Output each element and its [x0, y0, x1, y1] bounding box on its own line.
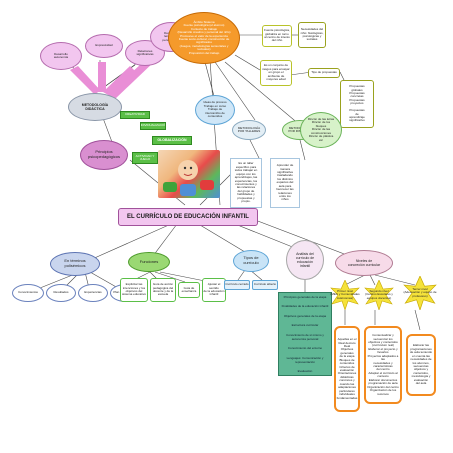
analisis-list: Principios generales de la etapa Finalid…	[278, 292, 332, 376]
right-box-conjunto: Es un conjunto de rasgos para ensayar en…	[260, 60, 292, 86]
cloud-expresividad: Expresividad	[85, 34, 123, 58]
cloud-conocimientos: Conocimientos	[12, 284, 44, 302]
analisis-item: Evaluación	[297, 368, 313, 373]
analisis-item: Principios generales de la etapa	[283, 295, 327, 299]
metodologia-title: METODOLOGÍA DIDÁCTICA	[81, 102, 109, 111]
metodologia-didactica-node: METODOLOGÍA DIDÁCTICA	[68, 93, 122, 121]
analisis-item: Objetivos generales de la etapa	[283, 313, 327, 318]
label-actividad-juego: ACTIVIDAD Y JUEGO	[132, 152, 158, 164]
analisis-item: Lenguajes: Comunicación y representación	[286, 355, 324, 364]
central-title: EL CURRÍCULO DE EDUCACIÓN INFANTIL	[127, 213, 249, 220]
nivel-box-3: Elaborar las programaciones de aula teni…	[406, 334, 436, 396]
cloud-desarrollo-autonomia: Desarrollo autonomía	[40, 42, 82, 70]
nivel-box-2: Contextualizar y secuenciar los objetivo…	[364, 326, 402, 404]
right-box-propuestas: Propuestas globales Propuestas concretas…	[340, 80, 374, 128]
central-title-node: EL CURRÍCULO DE EDUCACIÓN INFANTIL	[118, 208, 258, 226]
child-face-icon	[163, 160, 214, 196]
star-primer-nivel	[330, 280, 360, 310]
principios-node: Principios psicopedagógicos	[80, 140, 128, 170]
analisis-item: Finalidades de la educación infantil	[281, 304, 329, 309]
top-oval-node: Ámbito Sistema Fuente psicológica (el al…	[168, 12, 240, 64]
label-creatividad: CREATIVIDAD	[120, 111, 150, 119]
middle-talleres: METODOLOGÍA POR TALLERES	[232, 120, 266, 140]
right-box-fuente: Fuente psicológica, globaliza en torno a…	[262, 25, 292, 47]
branch-niveles-label: Niveles de concreción curricular	[347, 258, 381, 267]
branch-funciones: Funciones	[128, 252, 170, 272]
branch-funciones-label: Funciones	[139, 258, 159, 264]
right-box-necesidades: Necesidades del niño: fisiológicas, psic…	[298, 22, 326, 48]
star-primer-label: Primer nivel (MEC y Comunidades Autónoma…	[330, 288, 360, 300]
analisis-item: Conocimiento de sí mismo y autonomía per…	[286, 332, 324, 341]
branch-niveles: Niveles de concreción curricular	[335, 250, 393, 276]
star-segundo-label: Segundo nivel (Centros Escolares y equip…	[365, 288, 393, 300]
analisis-item: Estructura curricular	[291, 323, 319, 328]
middle-taller-desc: Es un taller específico para todos traba…	[230, 158, 262, 208]
star-tercer-nivel	[403, 276, 437, 310]
middle-rincones-desc: Aprender de manera significativa traslad…	[270, 158, 300, 208]
branch-polisemicos-label: En términos polisémicos	[64, 258, 86, 268]
principios-title: Principios psicopedagógicos	[87, 149, 121, 159]
funcion-item-4: Ajustar el sentido de la educación infan…	[202, 278, 226, 302]
child-painting-photo	[158, 150, 220, 198]
branch-polisemicos: En términos polisémicos	[50, 252, 100, 276]
nivel-box-1: Aquellas en el Real decreto Real Objetiv…	[334, 326, 360, 412]
analisis-item: Conocimiento del entorno	[287, 346, 323, 351]
branch-analisis: Análisis del currículo de educación infa…	[286, 240, 324, 280]
curriculo-cerrado: Currículo cerrado	[224, 280, 250, 290]
label-globalizacion: GLOBALIZACIÓN	[152, 136, 192, 145]
cloud-experiencias: Experiencias	[78, 284, 108, 302]
label-individualizacion: INDIVIDUALIZACIÓN	[140, 122, 166, 130]
cloud-resultados: Resultados	[46, 284, 76, 302]
branch-tipos: Tipos de currículo	[233, 250, 269, 272]
middle-ideas-proceso: Ideas de proceso Trabajo en curso Trabaj…	[195, 95, 235, 125]
branch-analisis-label: Análisis del currículo de educación infa…	[295, 251, 315, 269]
right-box-tipo: Tipo de propuestas	[308, 68, 340, 78]
star-tercer-label: Tercer nivel (Adecuación y equipo de pro…	[403, 286, 437, 298]
middle-rincones-list: Rincón de las letras Rincón de los bloqu…	[300, 112, 342, 148]
top-oval-text: Ámbito Sistema Fuente psicológica (el al…	[177, 19, 231, 55]
curriculo-abierto: Currículo abierto	[252, 280, 278, 290]
branch-tipos-label: Tipos de currículo	[243, 255, 259, 265]
funcion-item-2: Guía de acción pedagógica del docente y …	[150, 278, 176, 302]
star-segundo-nivel	[364, 280, 394, 310]
funcion-item-1: Explicitar las intenciones y los objetiv…	[120, 278, 148, 302]
funcion-item-3: Guía de enseñanza	[178, 282, 200, 298]
